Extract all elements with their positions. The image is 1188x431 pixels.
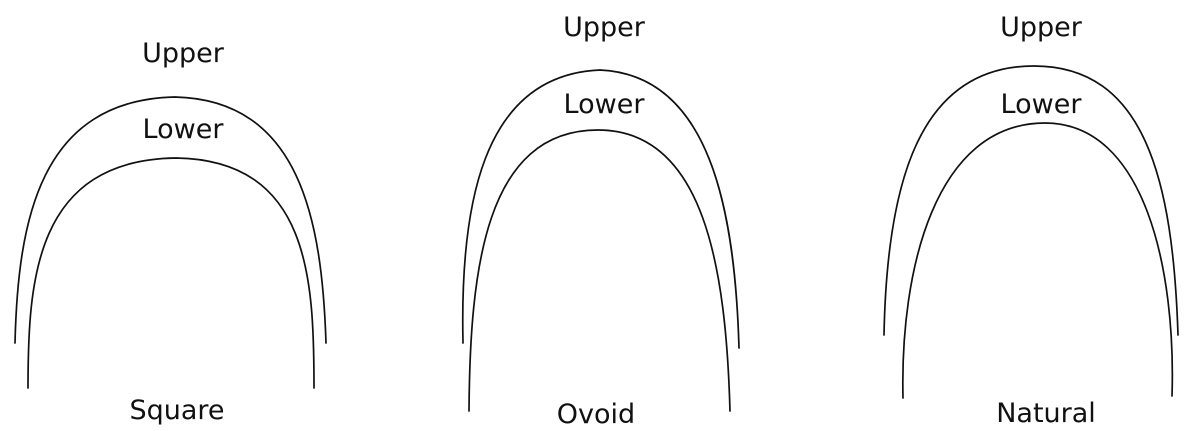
natural-lower-label: Lower xyxy=(1001,89,1083,120)
square-upper-arch xyxy=(14,96,327,344)
natural-form-label: Natural xyxy=(996,398,1096,429)
arch-form-natural: Upper Lower Natural xyxy=(883,12,1179,429)
natural-lower-arch xyxy=(901,122,1174,399)
ovoid-lower-arch xyxy=(468,129,731,412)
ovoid-upper-label: Upper xyxy=(563,12,646,43)
arch-form-square: Upper Lower Square xyxy=(14,38,327,426)
ovoid-upper-arch xyxy=(461,69,740,349)
square-form-label: Square xyxy=(129,395,224,426)
square-upper-label: Upper xyxy=(142,38,225,69)
natural-upper-arch xyxy=(883,65,1179,336)
ovoid-lower-label: Lower xyxy=(564,89,646,120)
natural-upper-label: Upper xyxy=(1000,12,1083,43)
square-lower-arch xyxy=(27,157,315,389)
ovoid-form-label: Ovoid xyxy=(557,399,635,430)
square-lower-label: Lower xyxy=(143,114,225,145)
arch-form-ovoid: Upper Lower Ovoid xyxy=(461,12,740,430)
